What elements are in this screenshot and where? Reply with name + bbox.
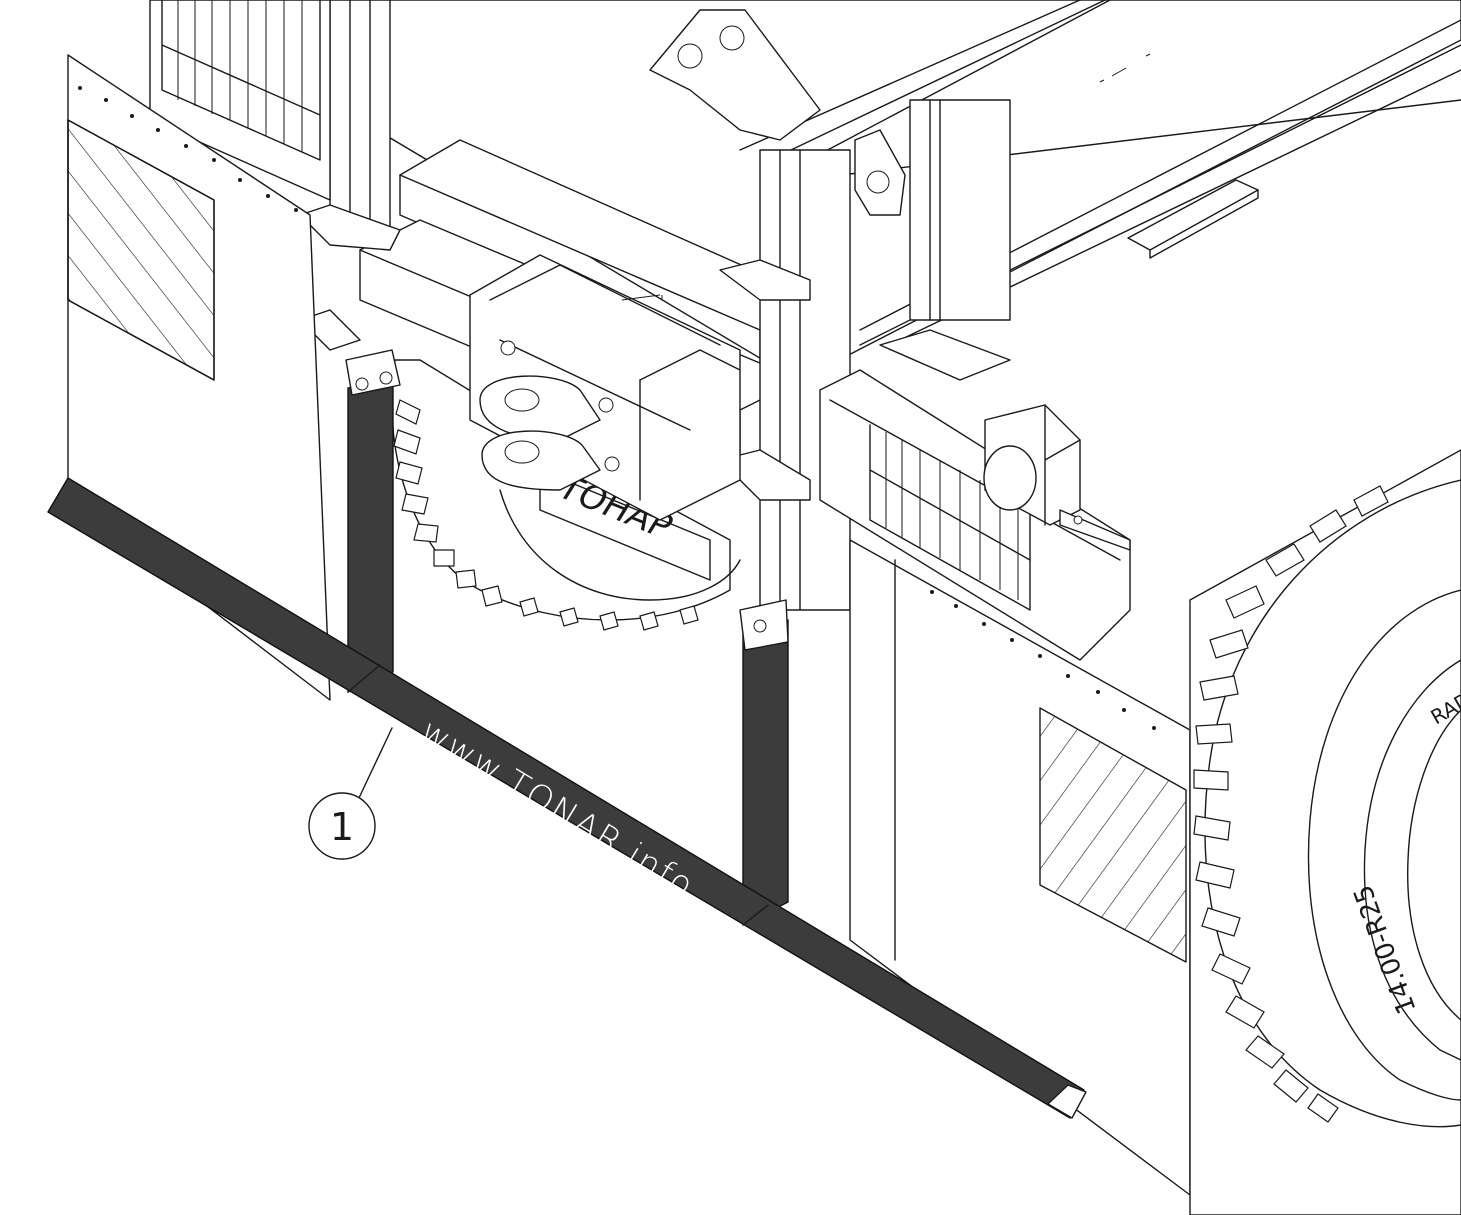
right-mud-flap bbox=[849, 539, 1191, 1196]
right-light-guard bbox=[819, 369, 1131, 661]
callout-number: 1 bbox=[330, 805, 354, 849]
callout-circle bbox=[308, 792, 376, 860]
horizontal-bar bbox=[47, 477, 1085, 1119]
right-strut bbox=[742, 619, 789, 926]
upper-frame bbox=[299, 0, 1461, 611]
callout-1: 1 bbox=[308, 727, 393, 860]
right-flap-rivets bbox=[930, 590, 1156, 730]
left-flap-rivets bbox=[78, 86, 298, 212]
left-strut bbox=[347, 379, 394, 693]
bar-website-label: www.TONAR.info bbox=[413, 711, 701, 906]
tail-lamp bbox=[983, 404, 1131, 551]
left-light-guard bbox=[149, 0, 331, 201]
right-tire: 14.00-R25 RAD bbox=[1189, 449, 1461, 1215]
tow-hitch bbox=[469, 254, 741, 521]
